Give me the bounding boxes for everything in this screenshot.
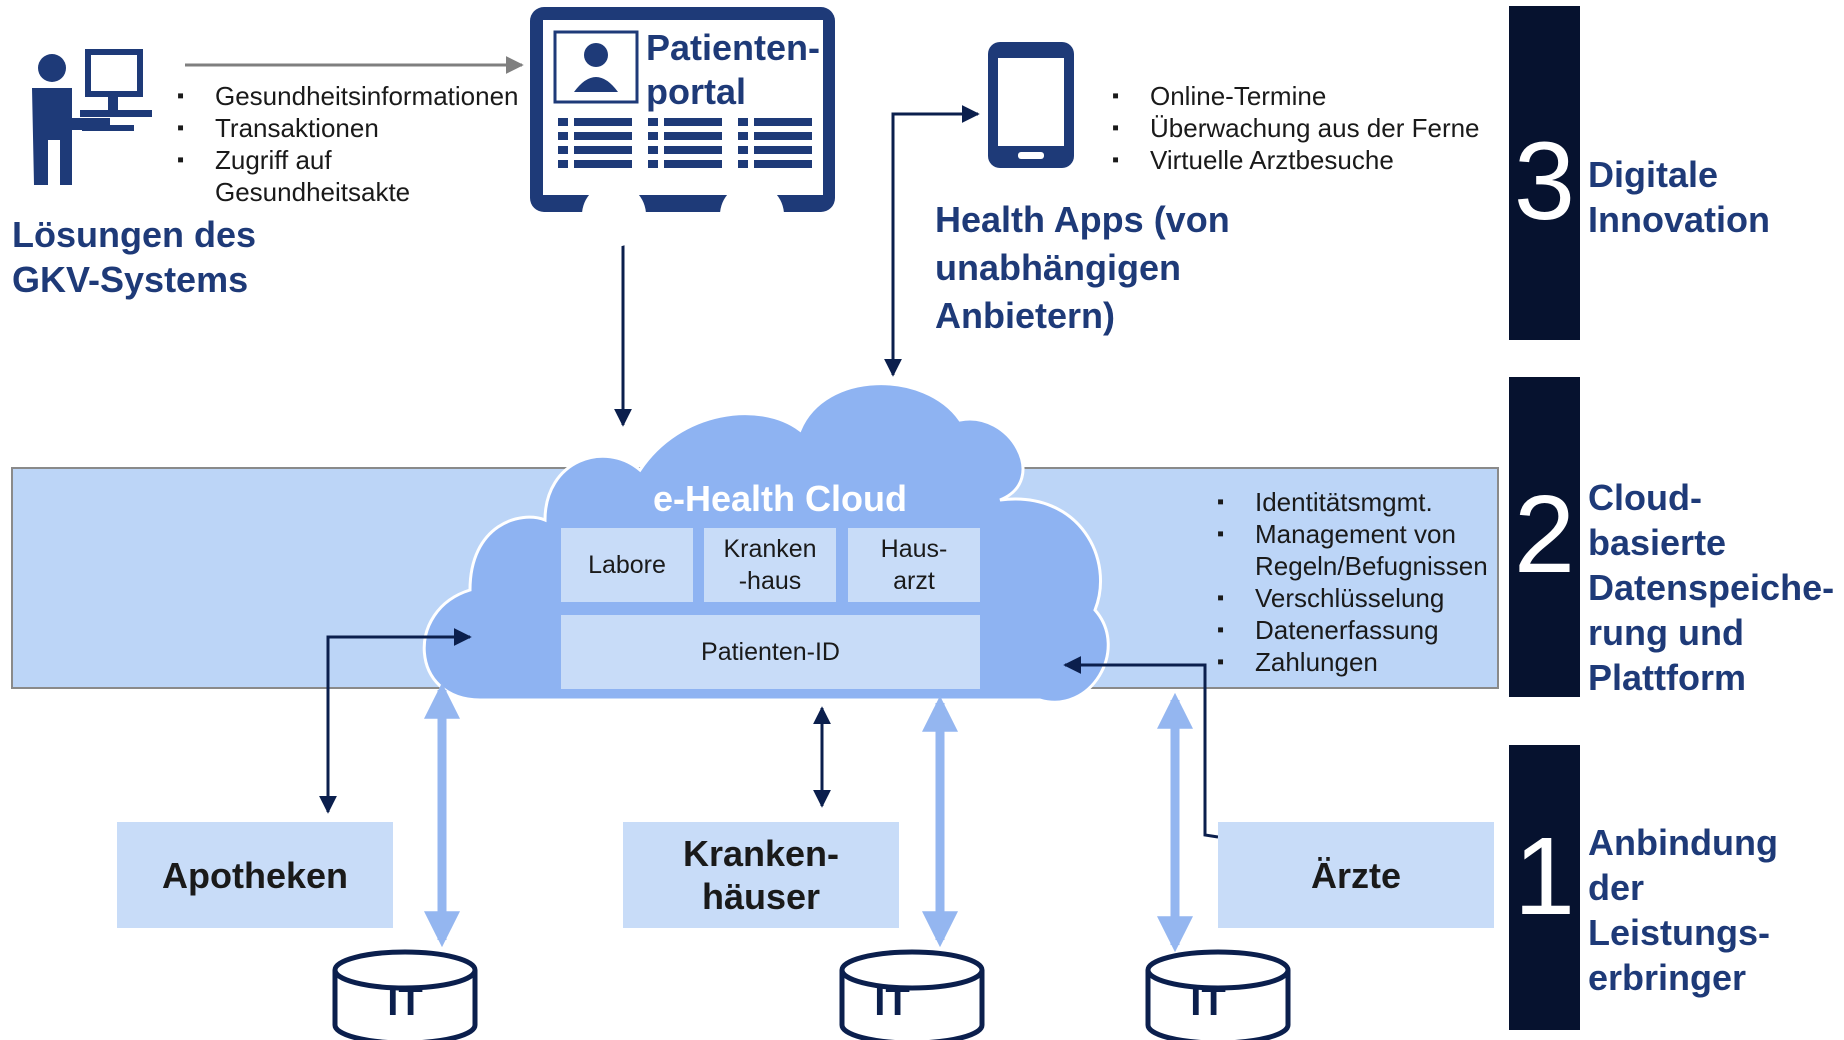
cloud-box-label: Labore bbox=[588, 551, 666, 579]
cloud-title: e-Health Cloud bbox=[652, 478, 907, 519]
it-label: IT bbox=[874, 980, 910, 1024]
gkv-bullets: Gesundheitsinformationen Transaktionen Z… bbox=[177, 80, 537, 208]
apps-title: Health Apps (von unabhängigen Anbietern) bbox=[935, 196, 1230, 340]
apps-title-line: Health Apps (von bbox=[935, 199, 1230, 240]
provider-apotheken: Apotheken bbox=[117, 822, 393, 928]
platform-bullet: Datenerfassung bbox=[1217, 614, 1507, 646]
level-label-line: basierte bbox=[1588, 522, 1727, 563]
cloud-box-label: arzt bbox=[893, 567, 935, 595]
provider-label: Apotheken bbox=[161, 854, 348, 896]
level-label-line: Plattform bbox=[1588, 657, 1747, 698]
aerzte-cloud-arrow bbox=[1063, 656, 1219, 839]
it-label: IT bbox=[1190, 980, 1226, 1024]
apps-bullet: Virtuelle Arztbesuche bbox=[1112, 144, 1532, 176]
level-bar-1 bbox=[1509, 745, 1580, 1030]
apps-bullets: Online-Termine Überwachung aus der Ferne… bbox=[1112, 80, 1532, 176]
platform-bullets: Identitätsmgmt. Management vonRegeln/Bef… bbox=[1217, 486, 1507, 678]
it-label: IT bbox=[387, 980, 423, 1024]
gkv-bullet: Transaktionen bbox=[177, 112, 537, 144]
level-bar-2 bbox=[1509, 377, 1580, 697]
level-label-line: Cloud- bbox=[1588, 477, 1702, 518]
level-number: 3 bbox=[1513, 120, 1576, 243]
level-number: 1 bbox=[1513, 815, 1576, 938]
apps-cloud-arrow bbox=[884, 105, 980, 377]
provider-krankenhaeuser: Kranken-häuser bbox=[623, 822, 899, 928]
apps-bullet: Überwachung aus der Ferne bbox=[1112, 112, 1532, 144]
level-label-line: Innovation bbox=[1588, 199, 1770, 240]
level-number: 2 bbox=[1513, 473, 1576, 596]
person-computer-icon bbox=[32, 49, 152, 185]
platform-bullet: Identitätsmgmt. bbox=[1217, 486, 1507, 518]
gkv-title: Lösungen des GKV-Systems bbox=[12, 212, 256, 302]
portal-title-line: Patienten- bbox=[646, 27, 821, 68]
level-label-line: Leistungs- bbox=[1588, 912, 1771, 953]
cloud-box-label: -haus bbox=[738, 567, 802, 595]
apps-bullet: Online-Termine bbox=[1112, 80, 1532, 112]
platform-bullet: Zahlungen bbox=[1217, 646, 1507, 678]
apps-title-line: Anbietern) bbox=[935, 295, 1115, 336]
cloud-box-labore: Labore bbox=[561, 528, 693, 602]
gkv-title-line: Lösungen des bbox=[12, 214, 257, 255]
level-label-line: Digitale bbox=[1588, 154, 1719, 195]
platform-bullet-line: Regeln/Befugnissen bbox=[1255, 551, 1488, 581]
level-label-line: der bbox=[1588, 867, 1645, 908]
apps-title-line: unabhängigen bbox=[935, 247, 1181, 288]
gkv-bullet-line: Zugriff auf bbox=[215, 145, 332, 175]
platform-bullet: Verschlüsselung bbox=[1217, 582, 1507, 614]
cloud-box-label: Haus- bbox=[880, 535, 948, 563]
gkv-bullet: Gesundheitsinformationen bbox=[177, 80, 537, 112]
apotheken-cloud-arrow bbox=[319, 628, 472, 814]
provider-label: Ärzte bbox=[1310, 854, 1402, 896]
gkv-bullet-line: Gesundheitsakte bbox=[215, 177, 411, 207]
portal-title-line: portal bbox=[646, 71, 747, 112]
cloud-box-label: Kranken bbox=[723, 535, 817, 563]
provider-label: häuser bbox=[701, 876, 821, 917]
level-label-line: erbringer bbox=[1588, 957, 1747, 998]
platform-bullet-line: Management von bbox=[1255, 519, 1456, 549]
it-cylinder-3 bbox=[1145, 949, 1291, 1040]
level-label-3: Digitale Innovation bbox=[1588, 152, 1770, 242]
cloud-box-hausarzt: Haus-arzt bbox=[848, 528, 980, 602]
it-cylinder-2 bbox=[839, 949, 985, 1040]
level-label-line: rung und bbox=[1588, 612, 1744, 653]
it-cylinder-1 bbox=[332, 949, 478, 1040]
provider-aerzte: Ärzte bbox=[1218, 822, 1494, 928]
level-bar-3 bbox=[1509, 6, 1580, 340]
cloud-box-krankenhaus: Kranken -haus bbox=[704, 528, 836, 602]
tablet-icon bbox=[988, 42, 1074, 168]
level-label-line: Datenspeiche- bbox=[1588, 567, 1835, 608]
level-label-2: Cloud- basierte Datenspeiche- rung und P… bbox=[1588, 475, 1834, 700]
provider-label: Kranken- bbox=[682, 833, 840, 874]
level-label-1: Anbindung der Leistungs- erbringer bbox=[1588, 820, 1778, 1000]
gkv-title-line: GKV-Systems bbox=[12, 259, 249, 300]
level-label-line: Anbindung bbox=[1588, 822, 1778, 863]
cloud-box-label: Patienten-ID bbox=[701, 638, 840, 666]
cloud-box-patient-id: Patienten-ID bbox=[561, 615, 980, 689]
portal-title: Patienten- portal bbox=[646, 26, 821, 114]
